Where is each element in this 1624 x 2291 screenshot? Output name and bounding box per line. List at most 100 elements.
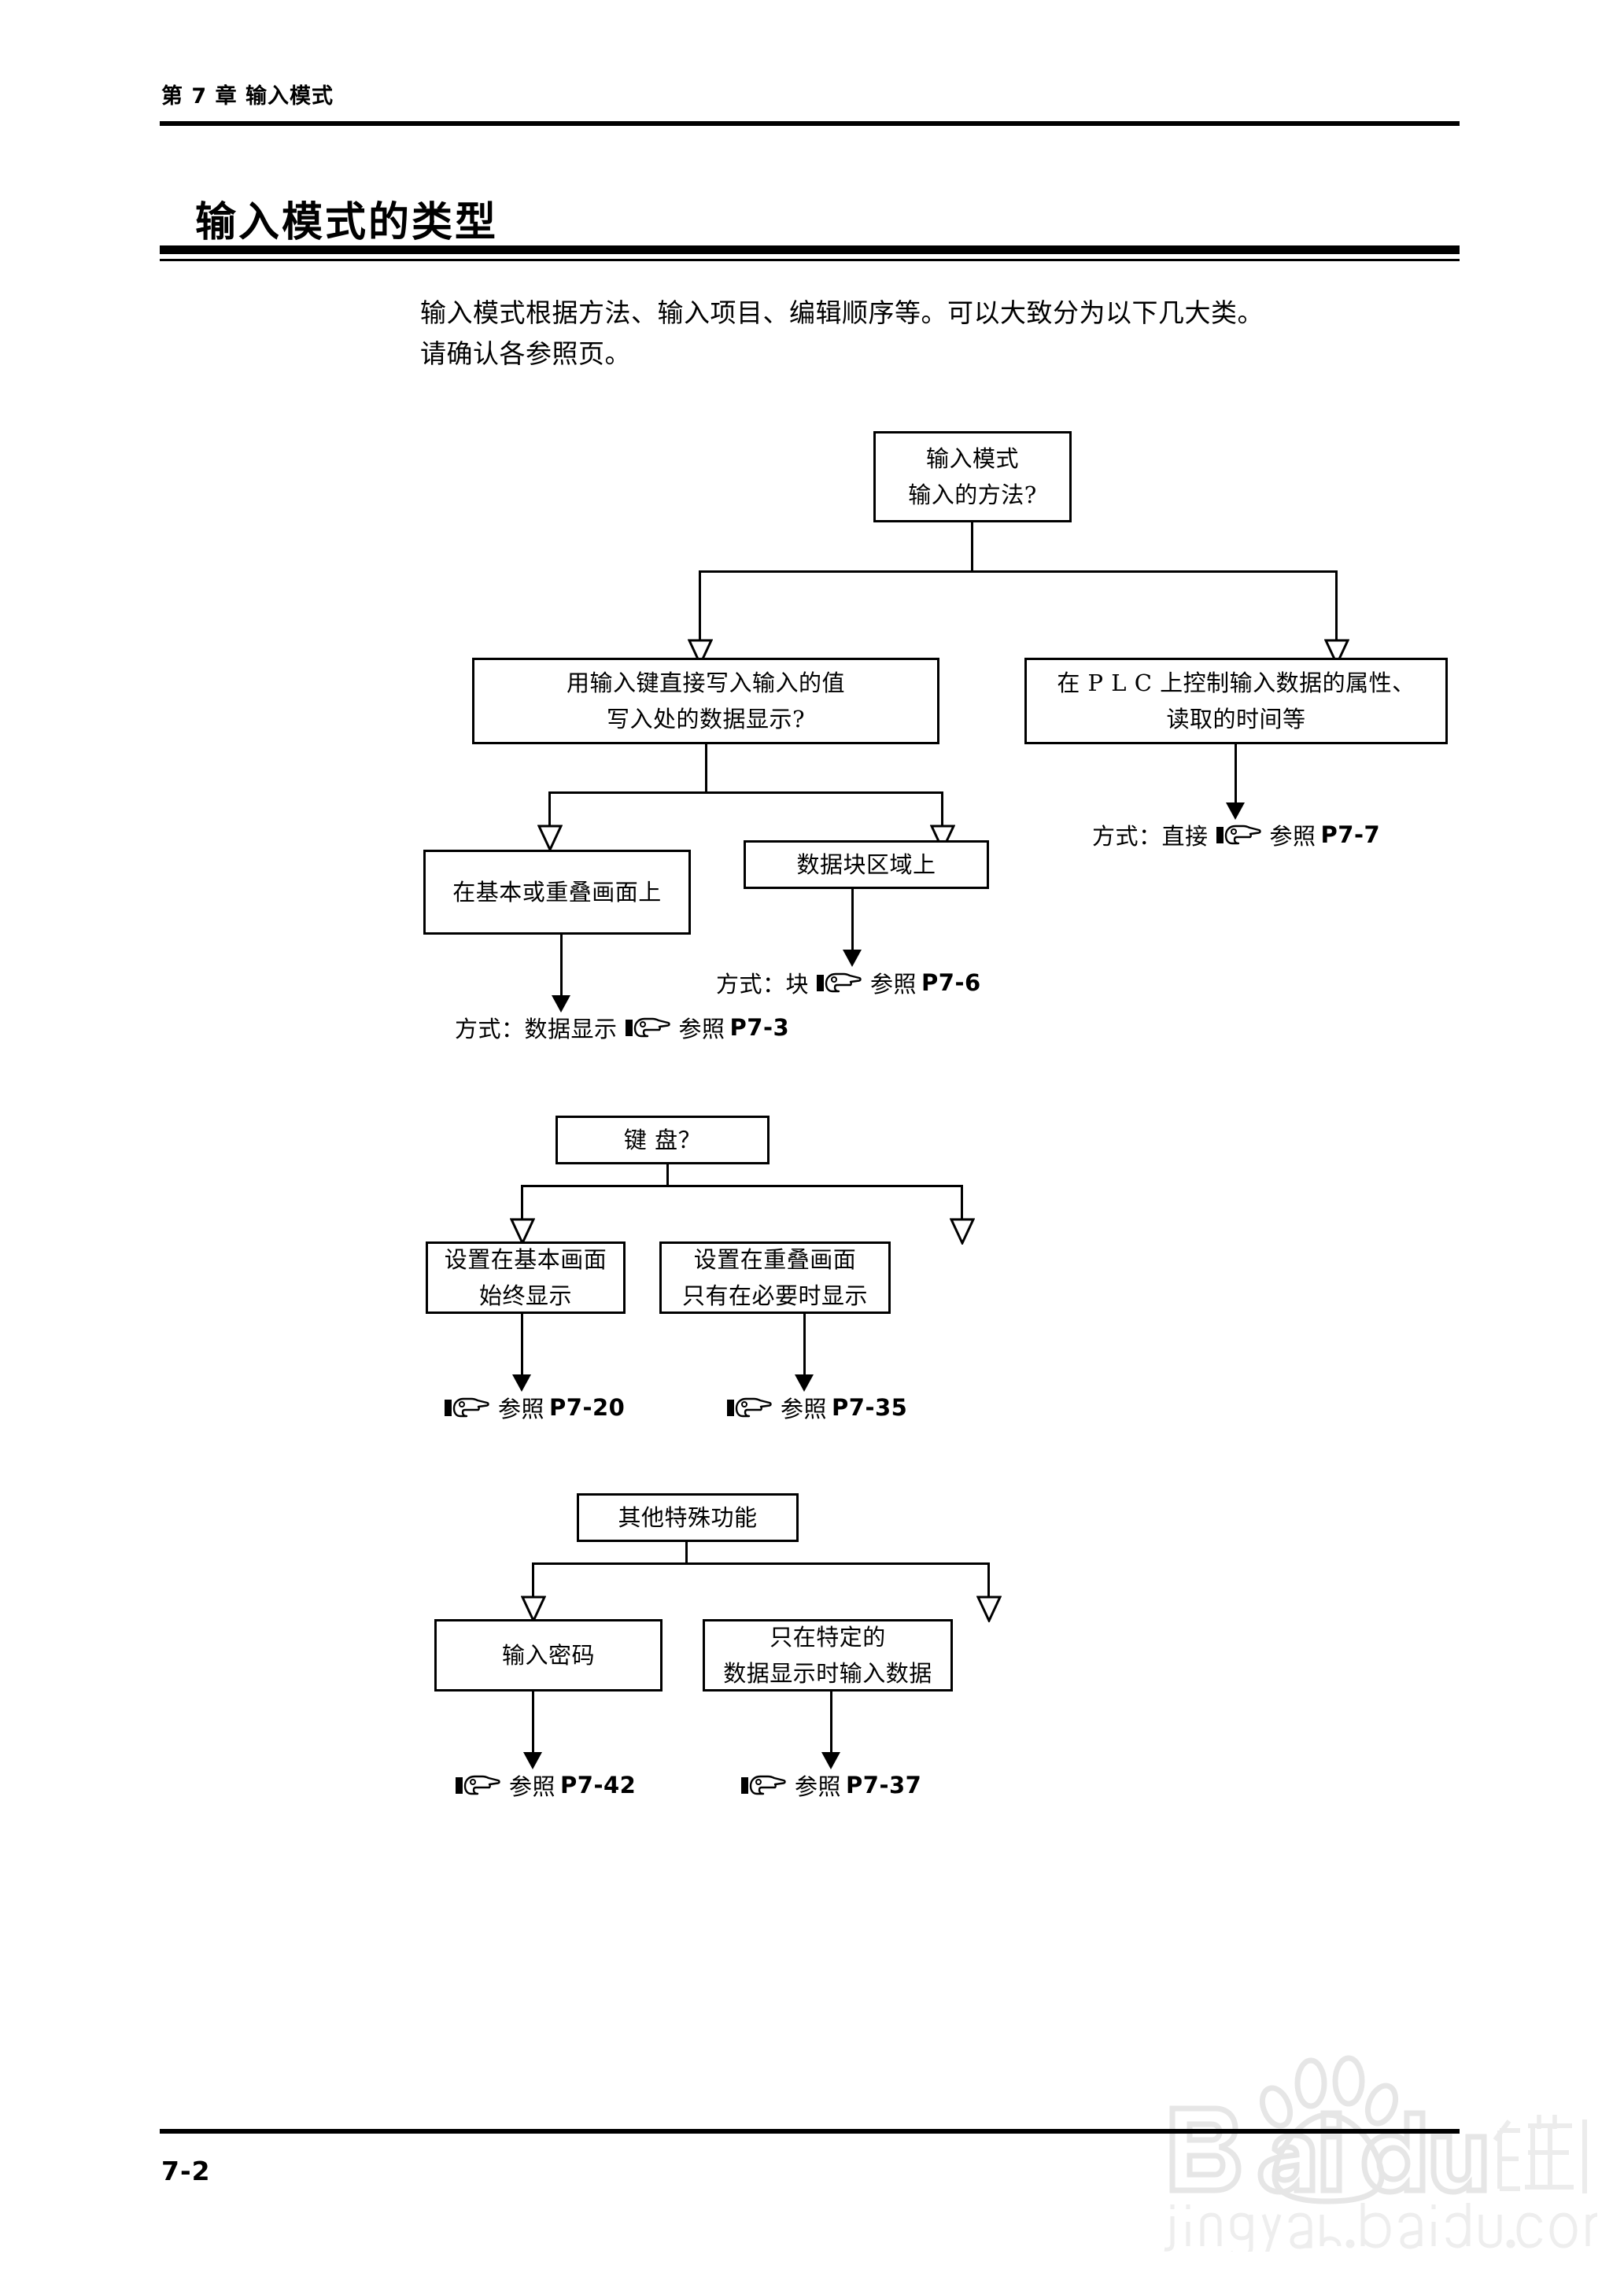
- flow-box-line: 只在特定的: [770, 1624, 886, 1651]
- reference-password: 参照 P7-42: [452, 1769, 636, 1802]
- reference-see: 参照: [795, 1773, 842, 1800]
- flow-box-special-root: 其他特殊功能: [577, 1493, 799, 1542]
- reference-block: 方式：块 参照 P7-6: [716, 966, 981, 999]
- reference-keyboard-overlap: 参照 P7-35: [724, 1391, 907, 1424]
- flow-box-line: 输入模式: [925, 445, 1019, 472]
- arrowhead-down-icon: [523, 1752, 542, 1769]
- connector-keyboard-left-drop: [521, 1185, 523, 1227]
- reference-page: P7-37: [846, 1772, 922, 1798]
- intro-line-2: 请确认各参照页。: [420, 338, 631, 369]
- reference-see: 参照: [498, 1396, 545, 1422]
- flow-box-keyboard-basic-screen: 设置在基本画面 始终显示: [426, 1241, 626, 1314]
- page-title: 输入模式的类型: [195, 199, 499, 246]
- flow-box-line: 输入密码: [501, 1642, 595, 1669]
- connector-special-left-drop: [532, 1562, 534, 1605]
- header-rule: [160, 121, 1460, 126]
- reference-keyboard-basic: 参照 P7-20: [441, 1391, 625, 1424]
- reference-data-display: 方式：数据显示 参照 P7-3: [455, 1011, 789, 1044]
- arrowhead-down-icon: [795, 1374, 814, 1392]
- title-rule-thin: [160, 259, 1460, 261]
- flow-box-data-block-area: 数据块区域上: [744, 840, 989, 889]
- flow-box-plc-control: 在 P L C 上控制输入数据的属性、 读取的时间等: [1024, 658, 1448, 744]
- connector-special-right-drop: [987, 1562, 990, 1605]
- flow-box-keyboard-root: 键 盘？: [555, 1116, 770, 1164]
- reference-page: P7-3: [729, 1014, 790, 1041]
- reference-see: 参照: [678, 1016, 725, 1042]
- pointing-hand-icon: [625, 1016, 671, 1039]
- flow-box-line: 键 盘？: [623, 1127, 702, 1153]
- flow-box-line: 设置在重叠画面: [693, 1246, 857, 1273]
- reference-see: 参照: [1269, 823, 1316, 850]
- pointing-hand-icon: [456, 1773, 501, 1797]
- connector-special-stem: [685, 1542, 688, 1564]
- reference-page: P7-6: [921, 969, 981, 996]
- title-rule-thick: [160, 245, 1460, 254]
- flow-box-line: 写入处的数据显示?: [606, 706, 806, 732]
- connector-leaf2-drop: [941, 791, 943, 835]
- arrowhead-down-icon: [821, 1752, 840, 1769]
- reference-see: 参照: [509, 1773, 556, 1800]
- pointing-hand-icon: [817, 971, 862, 994]
- reference-specific-data: 参照 P7-37: [738, 1769, 921, 1802]
- arrowhead-down-icon: [843, 950, 862, 967]
- flow-box-direct-key-write: 用输入键直接写入输入的值 写入处的数据显示?: [472, 658, 939, 744]
- connector-leaf1-drop: [548, 791, 551, 835]
- reference-see: 参照: [781, 1396, 828, 1422]
- reference-prefix: 方式：直接: [1092, 823, 1209, 850]
- reference-page: P7-42: [560, 1772, 637, 1798]
- flow-box-line: 其他特殊功能: [618, 1504, 758, 1531]
- reference-page: P7-7: [1320, 821, 1381, 848]
- running-head: 第 7 章 输入模式: [161, 84, 334, 109]
- flow-box-line: 在基本或重叠画面上: [452, 879, 662, 906]
- flow-box-line: 只有在必要时显示: [681, 1282, 868, 1309]
- connector-root-bus: [699, 570, 1338, 573]
- flow-box-line: 在 P L C 上控制输入数据的属性、: [1057, 670, 1415, 696]
- flow-box-line: 始终显示: [478, 1282, 572, 1309]
- connector-kb-right-to-ref: [803, 1314, 806, 1383]
- connector-leaf2-to-ref: [851, 889, 854, 958]
- flow-box-basic-or-overlap-screen: 在基本或重叠画面上: [423, 850, 691, 935]
- reference-direct: 方式：直接 参照 P7-7: [1092, 818, 1380, 851]
- connector-kb-left-to-ref: [521, 1314, 523, 1383]
- footer-rule: [160, 2129, 1460, 2134]
- arrowhead-down-icon: [552, 995, 570, 1013]
- flow-box-specific-data-display: 只在特定的 数据显示时输入数据: [703, 1619, 953, 1692]
- connector-leaf1-to-ref: [560, 935, 563, 1004]
- pointing-hand-icon: [1216, 823, 1262, 847]
- flow-box-input-mode-root: 输入模式 输入的方法?: [873, 431, 1072, 522]
- reference-page: P7-20: [549, 1394, 626, 1421]
- intro-line-1: 输入模式根据方法、输入项目、编辑顺序等。可以大致分为以下几大类。: [420, 297, 1264, 328]
- flow-box-line: 数据显示时输入数据: [723, 1660, 932, 1687]
- reference-prefix: 方式：数据显示: [455, 1016, 618, 1042]
- flow-box-line: 输入的方法?: [908, 481, 1037, 508]
- flow-box-line: 数据块区域上: [796, 851, 936, 878]
- connector-root-stem: [971, 522, 973, 572]
- arrowhead-down-icon: [1226, 802, 1245, 820]
- reference-see: 参照: [870, 971, 917, 998]
- connector-sp-left-to-ref: [532, 1692, 534, 1761]
- arrowhead-down-icon: [512, 1374, 531, 1392]
- pointing-hand-icon: [727, 1396, 773, 1419]
- baidu-jingyan-watermark: [1157, 2055, 1597, 2252]
- connector-keyboard-right-drop: [961, 1185, 963, 1227]
- connector-left-stem: [705, 744, 707, 793]
- page-number: 7-2: [161, 2156, 211, 2186]
- flow-box-line: 读取的时间等: [1166, 706, 1306, 732]
- connector-left-drop: [699, 570, 701, 649]
- connector-sp-right-to-ref: [830, 1692, 832, 1761]
- pointing-hand-icon: [445, 1396, 490, 1419]
- connector-plc-to-ref: [1235, 744, 1237, 811]
- reference-page: P7-35: [832, 1394, 908, 1421]
- connector-keyboard-stem: [666, 1164, 669, 1186]
- flow-box-line: 设置在基本画面: [444, 1246, 607, 1273]
- connector-right-drop: [1335, 570, 1338, 649]
- connector-special-bus: [532, 1562, 990, 1565]
- flow-box-input-password: 输入密码: [434, 1619, 663, 1692]
- pointing-hand-icon: [741, 1773, 787, 1797]
- flow-box-keyboard-overlap-screen: 设置在重叠画面 只有在必要时显示: [659, 1241, 891, 1314]
- flow-box-line: 用输入键直接写入输入的值: [566, 670, 845, 696]
- connector-left-bus: [548, 791, 943, 794]
- connector-keyboard-bus: [521, 1185, 963, 1187]
- reference-prefix: 方式：块: [716, 971, 810, 998]
